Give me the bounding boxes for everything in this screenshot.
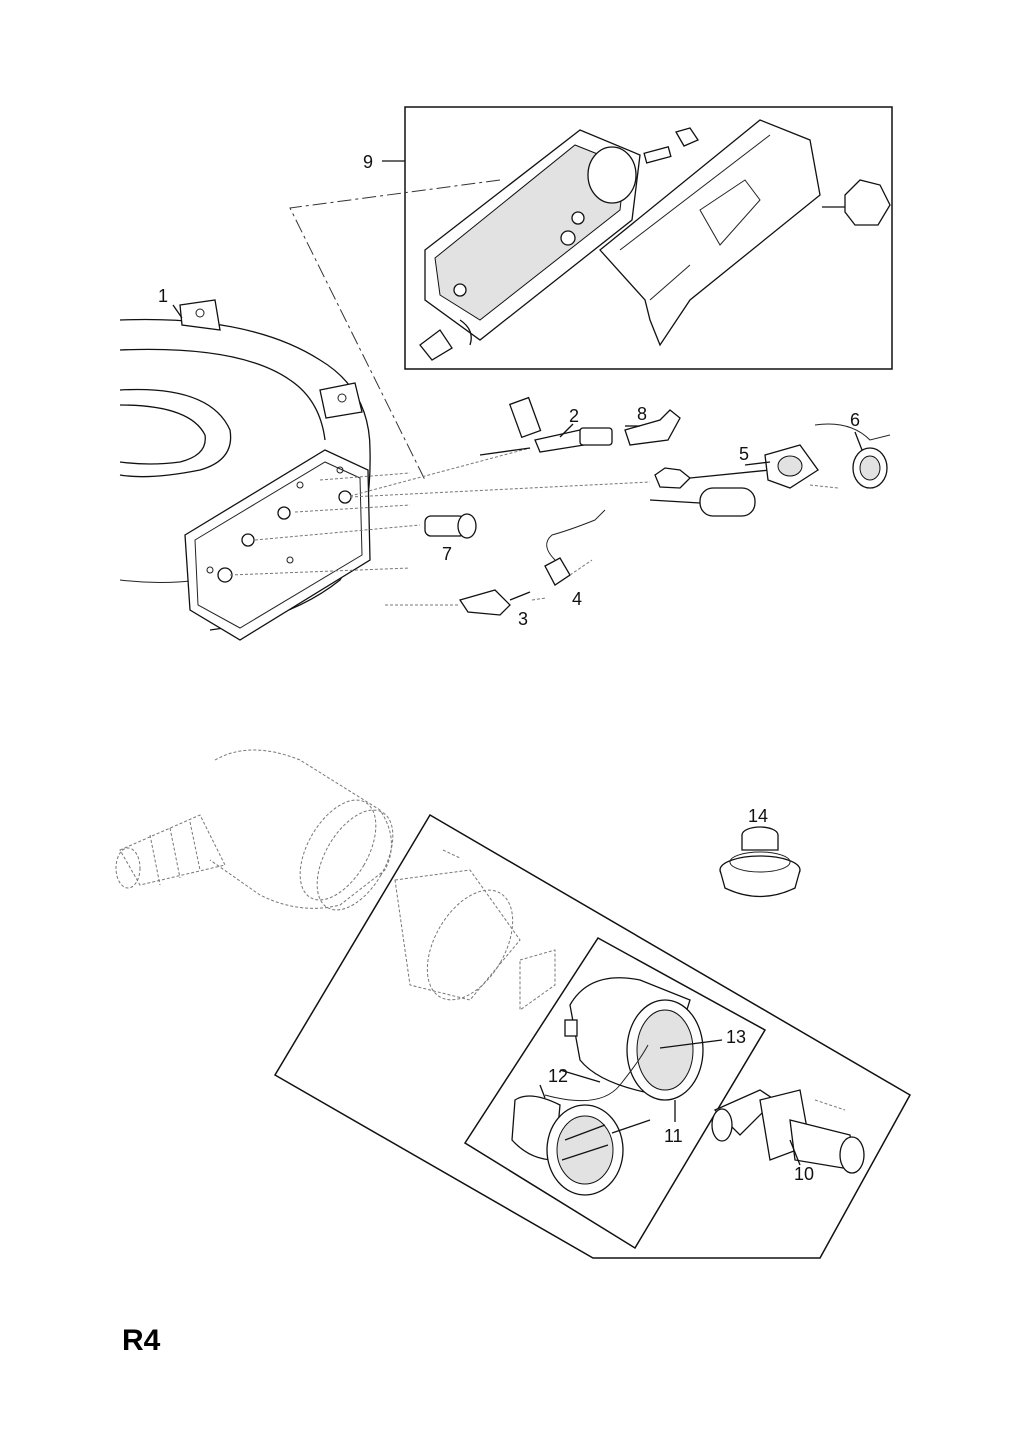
callout-12: 12 (548, 1066, 568, 1086)
callout-8: 8 (637, 404, 647, 424)
sender-part (479, 396, 613, 456)
callout-14: 14 (748, 806, 768, 826)
page-code: R4 (122, 1324, 161, 1357)
detail-frame-main (273, 813, 912, 1259)
tank-part (119, 299, 371, 641)
guide-lines-tank (229, 447, 651, 606)
filler-cap-part (511, 1095, 624, 1196)
callout-13: 13 (726, 1027, 746, 1047)
callout-11: 11 (664, 1126, 683, 1146)
cap-part (814, 423, 891, 489)
reference-assembly-ghost (115, 749, 394, 911)
detail-frame-9 (404, 106, 893, 370)
wire-part (544, 1044, 649, 1102)
callout-5: 5 (739, 444, 749, 464)
callout-3: 3 (518, 609, 528, 629)
housing-part (419, 127, 699, 361)
pump-part (649, 444, 839, 517)
detail-frame-inner (463, 937, 767, 1250)
callout-10: 10 (794, 1164, 814, 1184)
elbow-fitting-part (711, 1089, 865, 1174)
callout-leaders (172, 160, 863, 1166)
fitting-part (424, 513, 477, 539)
switch-part (544, 509, 606, 586)
seal-housing-part (564, 977, 704, 1101)
hose-part (624, 409, 681, 446)
sensor-part (458, 589, 547, 616)
callout-9: 9 (363, 152, 373, 172)
callout-2: 2 (569, 406, 579, 426)
callout-6: 6 (850, 410, 860, 430)
grommet-part (719, 826, 801, 898)
housing-cover-part (599, 119, 891, 347)
canister-ghost (394, 849, 556, 1011)
callout-7: 7 (442, 544, 452, 564)
callout-4: 4 (572, 589, 582, 609)
callout-1: 1 (158, 286, 168, 306)
guide-line-9 (289, 179, 501, 481)
